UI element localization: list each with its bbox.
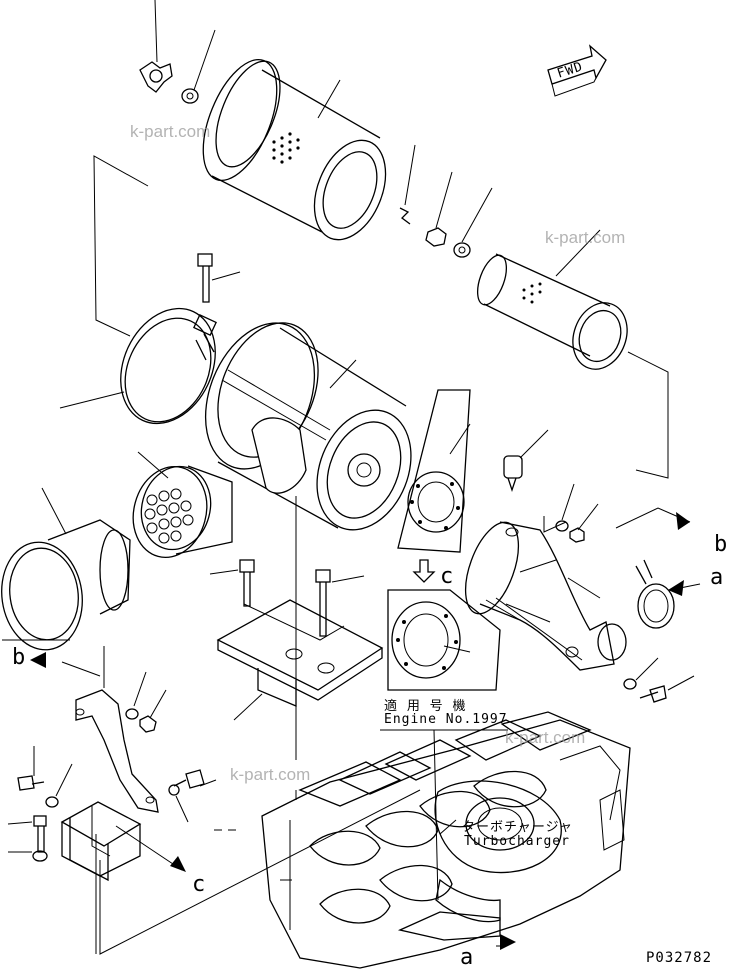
band-clamp-icon bbox=[59, 307, 217, 425]
ref-letter-c: c bbox=[192, 872, 206, 897]
washer-icon bbox=[453, 187, 493, 258]
bolt-icon bbox=[17, 746, 45, 791]
engine-number: Engine No.1997 bbox=[384, 712, 508, 727]
air-cleaner-body-icon bbox=[204, 322, 412, 531]
bracket-icon bbox=[75, 646, 159, 813]
stand-bracket-icon bbox=[60, 801, 142, 882]
dust-cover-icon bbox=[1, 487, 131, 651]
inner-filter-element-icon bbox=[476, 229, 669, 479]
fwd-arrow-icon bbox=[547, 44, 607, 97]
nut-icon bbox=[139, 689, 167, 733]
watermark: k-part.com bbox=[230, 765, 311, 784]
watermark: k-part.com bbox=[545, 228, 626, 247]
turbocharger-jp: ターボチャージャ bbox=[462, 820, 573, 835]
clip-icon bbox=[399, 144, 416, 225]
washer-icon bbox=[555, 483, 575, 532]
washer-icon bbox=[45, 763, 73, 808]
gasket-detail-icon bbox=[397, 389, 471, 553]
gasket-detail-icon bbox=[387, 589, 501, 691]
pre-cleaner-icon bbox=[132, 451, 233, 559]
ref-letter-b: b bbox=[12, 645, 26, 670]
bolt-icon bbox=[197, 253, 241, 303]
outer-filter-element-icon bbox=[202, 58, 387, 241]
bolt-icon bbox=[639, 675, 695, 703]
washer-icon bbox=[623, 657, 659, 690]
washer-icon bbox=[125, 671, 147, 720]
down-arrow-icon bbox=[412, 559, 436, 583]
hose-clamp-icon bbox=[635, 559, 675, 629]
bolt-icon bbox=[315, 569, 365, 637]
bolt-icon bbox=[7, 815, 47, 853]
washer-icon bbox=[8, 850, 48, 862]
applicable-engine-jp: 適 用 号 機 bbox=[384, 699, 467, 714]
dust-indicator-icon bbox=[503, 429, 549, 493]
bolt-icon bbox=[173, 769, 217, 789]
wing-nut-icon bbox=[139, 0, 173, 93]
ref-letter-a: a bbox=[710, 565, 724, 590]
nut-icon bbox=[569, 503, 599, 543]
intake-elbow-icon bbox=[464, 516, 627, 671]
ref-letter-b: b bbox=[714, 532, 728, 557]
watermark: k-part.com bbox=[130, 122, 211, 141]
mounting-plate-icon bbox=[216, 599, 384, 721]
washer-icon bbox=[168, 784, 189, 823]
bolt-icon bbox=[209, 559, 255, 607]
watermark: k-part.com bbox=[505, 728, 586, 747]
leader-lines bbox=[30, 496, 701, 955]
nut-icon bbox=[181, 29, 216, 104]
engine-icon bbox=[261, 711, 631, 969]
ref-letter-c: c bbox=[440, 564, 454, 589]
ref-letter-a: a bbox=[460, 945, 474, 970]
nut-icon bbox=[425, 171, 453, 247]
turbocharger-label: Turbocharger bbox=[464, 834, 570, 849]
figure-id: P032782 bbox=[646, 950, 713, 966]
